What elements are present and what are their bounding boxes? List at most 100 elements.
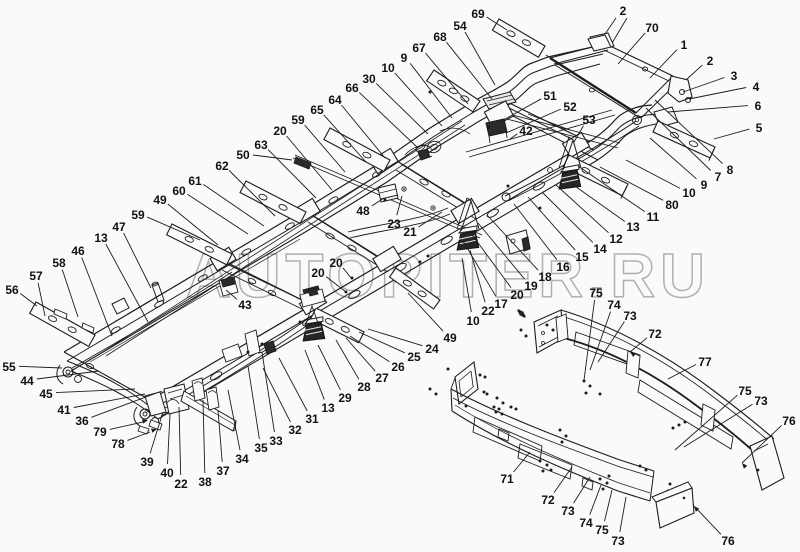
svg-text:7: 7 — [715, 170, 722, 184]
svg-text:42: 42 — [519, 124, 533, 138]
svg-text:69: 69 — [471, 7, 485, 21]
svg-text:13: 13 — [94, 231, 108, 245]
svg-text:14: 14 — [593, 242, 607, 256]
svg-text:2: 2 — [620, 4, 627, 18]
svg-text:60: 60 — [172, 184, 186, 198]
svg-text:25: 25 — [407, 350, 421, 364]
svg-text:13: 13 — [321, 401, 335, 415]
svg-text:16: 16 — [556, 260, 570, 274]
svg-text:72: 72 — [648, 327, 662, 341]
svg-text:51: 51 — [543, 89, 557, 103]
svg-text:45: 45 — [39, 387, 53, 401]
svg-text:65: 65 — [310, 103, 324, 117]
svg-text:2: 2 — [707, 54, 714, 68]
svg-text:70: 70 — [645, 21, 659, 35]
svg-text:59: 59 — [131, 208, 145, 222]
svg-text:78: 78 — [111, 437, 125, 451]
svg-text:74: 74 — [579, 516, 593, 530]
svg-text:20: 20 — [510, 288, 524, 302]
svg-text:79: 79 — [93, 425, 107, 439]
svg-text:1: 1 — [681, 38, 688, 52]
svg-text:66: 66 — [345, 81, 359, 95]
svg-text:40: 40 — [160, 466, 174, 480]
svg-text:27: 27 — [375, 371, 389, 385]
svg-text:46: 46 — [71, 244, 85, 258]
svg-text:48: 48 — [356, 204, 370, 218]
svg-text:75: 75 — [738, 384, 752, 398]
svg-text:29: 29 — [338, 391, 352, 405]
svg-text:61: 61 — [188, 174, 202, 188]
svg-text:63: 63 — [254, 138, 268, 152]
svg-text:32: 32 — [288, 423, 302, 437]
svg-text:8: 8 — [727, 163, 734, 177]
svg-text:34: 34 — [235, 452, 249, 466]
svg-text:43: 43 — [238, 298, 252, 312]
svg-text:17: 17 — [494, 297, 508, 311]
svg-text:21: 21 — [403, 225, 417, 239]
svg-text:74: 74 — [607, 298, 621, 312]
svg-text:54: 54 — [453, 19, 467, 33]
svg-text:41: 41 — [57, 403, 71, 417]
svg-text:24: 24 — [425, 342, 439, 356]
svg-text:9: 9 — [401, 51, 408, 65]
svg-text:73: 73 — [623, 309, 637, 323]
svg-text:53: 53 — [582, 113, 596, 127]
svg-text:50: 50 — [236, 148, 250, 162]
svg-text:73: 73 — [754, 394, 768, 408]
svg-text:22: 22 — [174, 477, 188, 491]
svg-text:59: 59 — [291, 113, 305, 127]
svg-text:10: 10 — [381, 61, 395, 75]
svg-text:10: 10 — [466, 314, 480, 328]
svg-text:20: 20 — [311, 266, 325, 280]
svg-text:36: 36 — [75, 414, 89, 428]
svg-text:67: 67 — [412, 41, 426, 55]
svg-text:35: 35 — [254, 441, 268, 455]
svg-text:58: 58 — [52, 256, 66, 270]
svg-text:23: 23 — [387, 217, 401, 231]
svg-text:38: 38 — [198, 475, 212, 489]
svg-text:49: 49 — [153, 193, 167, 207]
svg-text:9: 9 — [701, 178, 708, 192]
svg-text:28: 28 — [357, 380, 371, 394]
svg-text:47: 47 — [112, 220, 126, 234]
svg-text:75: 75 — [589, 286, 603, 300]
svg-text:49: 49 — [443, 331, 457, 345]
svg-text:73: 73 — [611, 534, 625, 548]
svg-text:57: 57 — [29, 269, 43, 283]
svg-text:12: 12 — [609, 232, 623, 246]
svg-text:11: 11 — [647, 210, 660, 224]
svg-text:10: 10 — [682, 186, 696, 200]
svg-text:15: 15 — [575, 250, 589, 264]
svg-text:13: 13 — [626, 220, 640, 234]
svg-text:55: 55 — [2, 360, 16, 374]
svg-text:44: 44 — [20, 374, 34, 388]
svg-text:22: 22 — [481, 304, 495, 318]
svg-text:73: 73 — [561, 504, 575, 518]
svg-text:76: 76 — [782, 414, 796, 428]
svg-text:6: 6 — [755, 99, 762, 113]
svg-text:33: 33 — [269, 434, 283, 448]
svg-text:77: 77 — [698, 355, 712, 369]
svg-text:62: 62 — [215, 159, 229, 173]
svg-text:64: 64 — [328, 93, 342, 107]
svg-text:68: 68 — [433, 30, 447, 44]
svg-text:19: 19 — [524, 279, 538, 293]
svg-text:26: 26 — [391, 360, 405, 374]
svg-text:30: 30 — [362, 72, 376, 86]
svg-text:AUTOPITER.RU: AUTOPITER.RU — [186, 242, 710, 311]
svg-text:31: 31 — [305, 412, 319, 426]
svg-text:80: 80 — [665, 198, 679, 212]
svg-text:39: 39 — [140, 455, 154, 469]
svg-text:3: 3 — [731, 69, 738, 83]
svg-text:71: 71 — [500, 472, 514, 486]
svg-text:72: 72 — [541, 493, 555, 507]
svg-text:5: 5 — [756, 121, 763, 135]
svg-text:20: 20 — [273, 124, 287, 138]
svg-text:52: 52 — [563, 100, 577, 114]
svg-text:56: 56 — [5, 283, 19, 297]
svg-text:4: 4 — [753, 80, 760, 94]
svg-text:18: 18 — [538, 270, 552, 284]
svg-text:37: 37 — [216, 464, 230, 478]
svg-text:76: 76 — [721, 534, 735, 548]
svg-text:20: 20 — [329, 256, 343, 270]
